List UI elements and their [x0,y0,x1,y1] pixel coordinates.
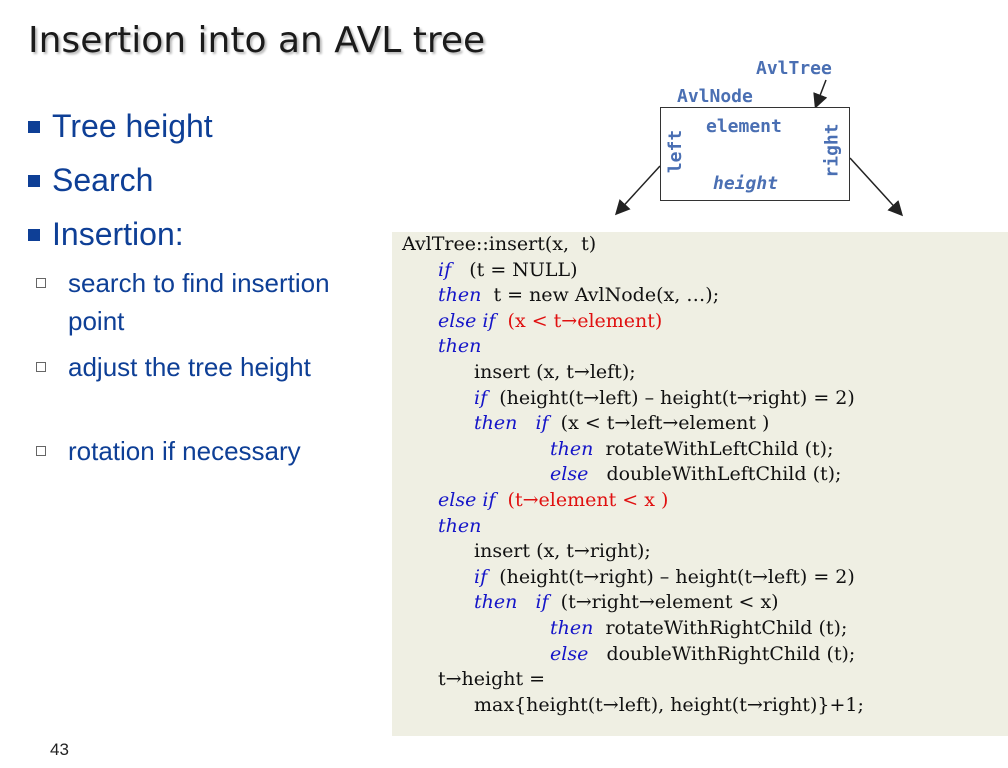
avltree-pointer-arrow [813,79,828,109]
code-line: t→height = [402,667,864,693]
code-line: else if (t→element < x ) [402,488,864,514]
code-text: insert (x, t→right); [474,540,651,563]
element-field: element [706,116,782,137]
code-keyword: else [550,463,589,486]
code-line: else doubleWithLeftChild (t); [402,462,864,488]
page-number: 43 [50,740,69,759]
code-text: doubleWithRightChild (t); [588,642,856,665]
code-keyword: if [535,412,549,435]
code-keyword: else if [438,488,496,511]
code-line: then [402,334,864,360]
code-line: then rotateWithLeftChild (t); [402,437,864,463]
code-keyword: then [474,591,518,614]
code-line: then rotateWithRightChild (t); [402,616,864,642]
code-text: insert (x, t→left); [474,360,636,383]
avlnode-label: AvlNode [677,86,753,107]
code-line: else if (x < t→element) [402,309,864,335]
code-line: else doubleWithRightChild (t); [402,642,864,668]
code-line: max{height(t→left), height(t→right)}+1; [402,693,864,719]
code-line: then if (t→right→element < x) [402,590,864,616]
code-line: AvlTree::insert(x, t) [402,232,864,258]
code-keyword: then [438,284,482,307]
code-line: if (height(t→left) – height(t→right) = 2… [402,386,864,412]
bullet-text: Tree height [52,108,213,144]
code-line: then [402,514,864,540]
code-panel [392,232,1008,736]
insert-pseudocode: AvlTree::insert(x, t)if (t = NULL)then t… [402,232,864,718]
hollow-square-bullet-icon [36,278,46,288]
right-field: right [821,123,843,178]
square-bullet-icon [28,120,40,133]
bullet-text: Insertion: [52,216,184,252]
sub-bullet-adjust: adjust the tree height [36,348,336,386]
code-keyword: if [438,258,452,281]
code-text: (x < t→left→element ) [548,412,770,435]
hollow-square-bullet-icon [36,362,46,372]
sub-bullet-text: rotation if necessary [68,436,301,466]
code-text: (t→element < x ) [495,488,669,511]
code-text: max{height(t→left), height(t→right)}+1; [474,693,864,716]
code-text [517,412,535,434]
right-child-arrow [849,157,904,217]
code-keyword: then [550,437,594,460]
avltree-label: AvlTree [756,58,832,79]
code-text: AvlTree::insert(x, t) [402,233,597,255]
code-keyword: if [474,386,488,409]
code-keyword: then [474,412,518,435]
code-line: if (height(t→right) – height(t→left) = 2… [402,565,864,591]
square-bullet-icon [28,174,40,187]
slide-title: Insertion into an AVL tree [28,20,486,61]
left-field: left [665,129,687,174]
bullet-insertion: Insertion: [28,216,184,253]
sub-bullet-rotation: rotation if necessary [36,432,396,470]
code-text: (height(t→right) – height(t→left) = 2) [487,565,855,588]
sub-bullet-text: search to find insertion point [68,268,330,336]
code-keyword: then [550,616,594,639]
sub-bullet-text: adjust the tree height [68,352,311,382]
code-line: insert (x, t→right); [402,539,864,565]
avl-node-box [660,107,850,201]
code-line: if (t = NULL) [402,258,864,284]
code-line: then if (x < t→left→element ) [402,411,864,437]
hollow-square-bullet-icon [36,446,46,456]
sub-bullet-search: search to find insertion point [36,264,336,340]
bullet-search: Search [28,162,153,199]
code-keyword: then [438,514,482,537]
square-bullet-icon [28,228,40,241]
code-keyword: else if [438,309,496,332]
code-text [517,591,535,613]
code-line: then t = new AvlNode(x, …); [402,283,864,309]
code-keyword: else [550,642,589,665]
code-text: t→height = [438,668,546,691]
code-text: doubleWithLeftChild (t); [588,463,842,486]
code-text: (t→right→element < x) [548,591,779,614]
code-text: (t = NULL) [451,258,578,281]
left-child-arrow [614,165,661,216]
code-text: (height(t→left) – height(t→right) = 2) [487,386,855,409]
diagram-arrows [614,79,904,217]
code-keyword: then [438,335,482,358]
code-keyword: if [535,591,549,614]
code-keyword: if [474,565,488,588]
code-text: rotateWithRightChild (t); [593,616,848,639]
code-text: (x < t→element) [495,309,663,332]
bullet-tree-height: Tree height [28,108,213,145]
code-line: insert (x, t→left); [402,360,864,386]
code-text: t = new AvlNode(x, …); [481,284,720,307]
bullet-text: Search [52,162,154,198]
code-text: rotateWithLeftChild (t); [593,437,834,460]
height-field: height [713,173,779,194]
